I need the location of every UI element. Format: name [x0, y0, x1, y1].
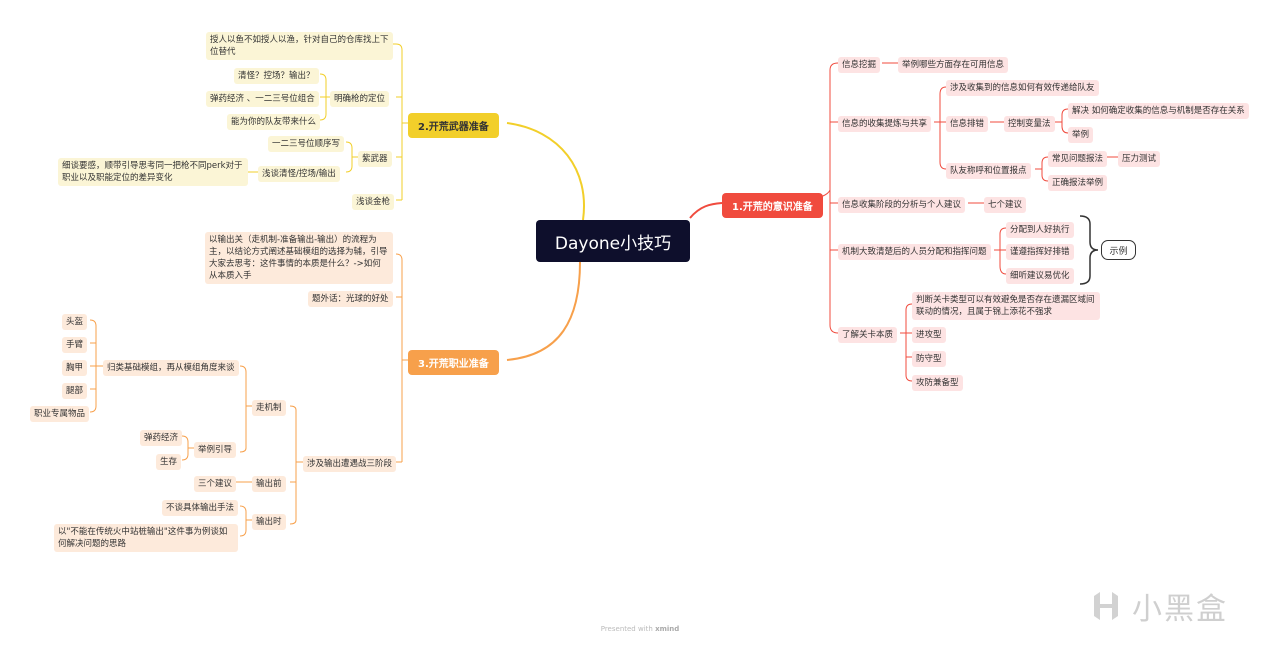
node-info-dig-sub[interactable]: 举例哪些方面存在可用信息 — [898, 57, 1009, 73]
node-both[interactable]: 攻防兼备型 — [912, 375, 963, 391]
node-teach[interactable]: 授人以鱼不如授人以渔，针对自己的仓库找上下位替代 — [206, 32, 393, 60]
watermark-text: 小黑盒 — [1132, 592, 1228, 627]
node-leg[interactable]: 腿部 — [62, 383, 88, 399]
node-common-issue[interactable]: 常见问题报法 — [1048, 151, 1108, 167]
branch-weapon[interactable]: 2.开荒武器准备 — [408, 113, 499, 138]
node-essence-sub1[interactable]: 判断关卡类型可以有效避免是否存在遗漏区域间联动的情况，且属于锦上添花不强求 — [912, 292, 1100, 320]
branch-mindset[interactable]: 1.开荒的意识准备 — [722, 193, 823, 218]
node-walk[interactable]: 走机制 — [252, 400, 286, 416]
node-listen[interactable]: 细听建议易优化 — [1006, 268, 1074, 284]
node-attack[interactable]: 进攻型 — [912, 327, 946, 343]
node-no-method[interactable]: 不谈具体输出手法 — [162, 500, 239, 516]
watermark: 小黑盒 — [1088, 584, 1248, 628]
node-class-item[interactable]: 职业专属物品 — [30, 406, 90, 422]
node-ammo[interactable]: 弹药经济 、一二三号位组合 — [206, 91, 319, 107]
node-intro[interactable]: 以输出关（走机制-准备输出-输出）的流程为主，以结论方式阐述基础模组的选择为辅，… — [205, 232, 393, 284]
node-three[interactable]: 三个建议 — [194, 476, 237, 492]
node-stand-example[interactable]: 以"不能在传统火中站桩输出"这件事为例谈如何解决问题的思路 — [54, 524, 238, 552]
node-before[interactable]: 输出前 — [252, 476, 286, 492]
node-essence[interactable]: 了解关卡本质 — [838, 327, 898, 343]
node-analysis[interactable]: 信息收集阶段的分析与个人建议 — [838, 197, 966, 213]
node-arm[interactable]: 手臂 — [62, 337, 88, 353]
node-clear[interactable]: 清怪？控场？输出？ — [234, 68, 319, 84]
node-helmet[interactable]: 头盔 — [62, 314, 88, 330]
node-troubleshoot[interactable]: 信息排错 — [946, 116, 989, 132]
branch-class[interactable]: 3.开荒职业准备 — [408, 350, 499, 375]
node-assign[interactable]: 分配到人好执行 — [1006, 222, 1074, 238]
footer-prefix: Presented with — [600, 625, 653, 633]
node-gun-pos[interactable]: 明确枪的定位 — [330, 91, 390, 107]
node-exotic[interactable]: 紫武器 — [358, 151, 392, 167]
node-collect-sub1[interactable]: 涉及收集到的信息如何有效传递给队友 — [946, 80, 1099, 96]
node-perk[interactable]: 细谈要感，顺带引导思考同一把枪不同perk对于职业以及职能定位的差异变化 — [58, 158, 248, 186]
node-classify[interactable]: 归类基础模组，再从模组角度来谈 — [103, 360, 239, 376]
node-info-dig[interactable]: 信息挖掘 — [838, 57, 881, 73]
footer-brand: xmind — [655, 625, 680, 633]
node-ammo-econ[interactable]: 弹药经济 — [140, 430, 183, 446]
node-defense[interactable]: 防守型 — [912, 351, 946, 367]
node-collect[interactable]: 信息的收集提炼与共享 — [838, 116, 932, 132]
node-chest[interactable]: 胸甲 — [62, 360, 88, 376]
node-seven[interactable]: 七个建议 — [984, 197, 1027, 213]
callout-example[interactable]: 示例 — [1101, 240, 1136, 260]
node-guide[interactable]: 举例引导 — [194, 442, 237, 458]
root-topic[interactable]: Dayone小技巧 — [536, 220, 690, 262]
node-pressure-test[interactable]: 压力测试 — [1118, 151, 1161, 167]
node-example[interactable]: 举例 — [1068, 127, 1094, 143]
node-control-var[interactable]: 控制变量法 — [1004, 116, 1055, 132]
node-command[interactable]: 谨遵指挥好排错 — [1006, 244, 1074, 260]
node-brief[interactable]: 浅谈清怪/控场/输出 — [258, 166, 340, 182]
node-mechanism[interactable]: 机制大致清楚后的人员分配和指挥问题 — [838, 244, 991, 260]
node-aside[interactable]: 题外话：光球的好处 — [308, 291, 393, 307]
node-survive[interactable]: 生存 — [156, 454, 182, 470]
node-correct-example[interactable]: 正确报法举例 — [1048, 175, 1108, 191]
node-team[interactable]: 能为你的队友带来什么 — [227, 114, 321, 130]
footer-credit: Presented with xmind — [0, 625, 1280, 633]
xiaoheihe-logo-icon — [1094, 592, 1118, 620]
node-solve[interactable]: 解决 如何确定收集的信息与机制是否存在关系 — [1068, 103, 1249, 119]
node-stages[interactable]: 涉及输出遭遇战三阶段 — [303, 456, 397, 472]
node-slot-order[interactable]: 一二三号位顺序写 — [268, 136, 345, 152]
node-during[interactable]: 输出时 — [252, 514, 286, 530]
node-callout[interactable]: 队友称呼和位置报点 — [946, 163, 1031, 179]
node-gold[interactable]: 浅谈金枪 — [352, 194, 395, 210]
